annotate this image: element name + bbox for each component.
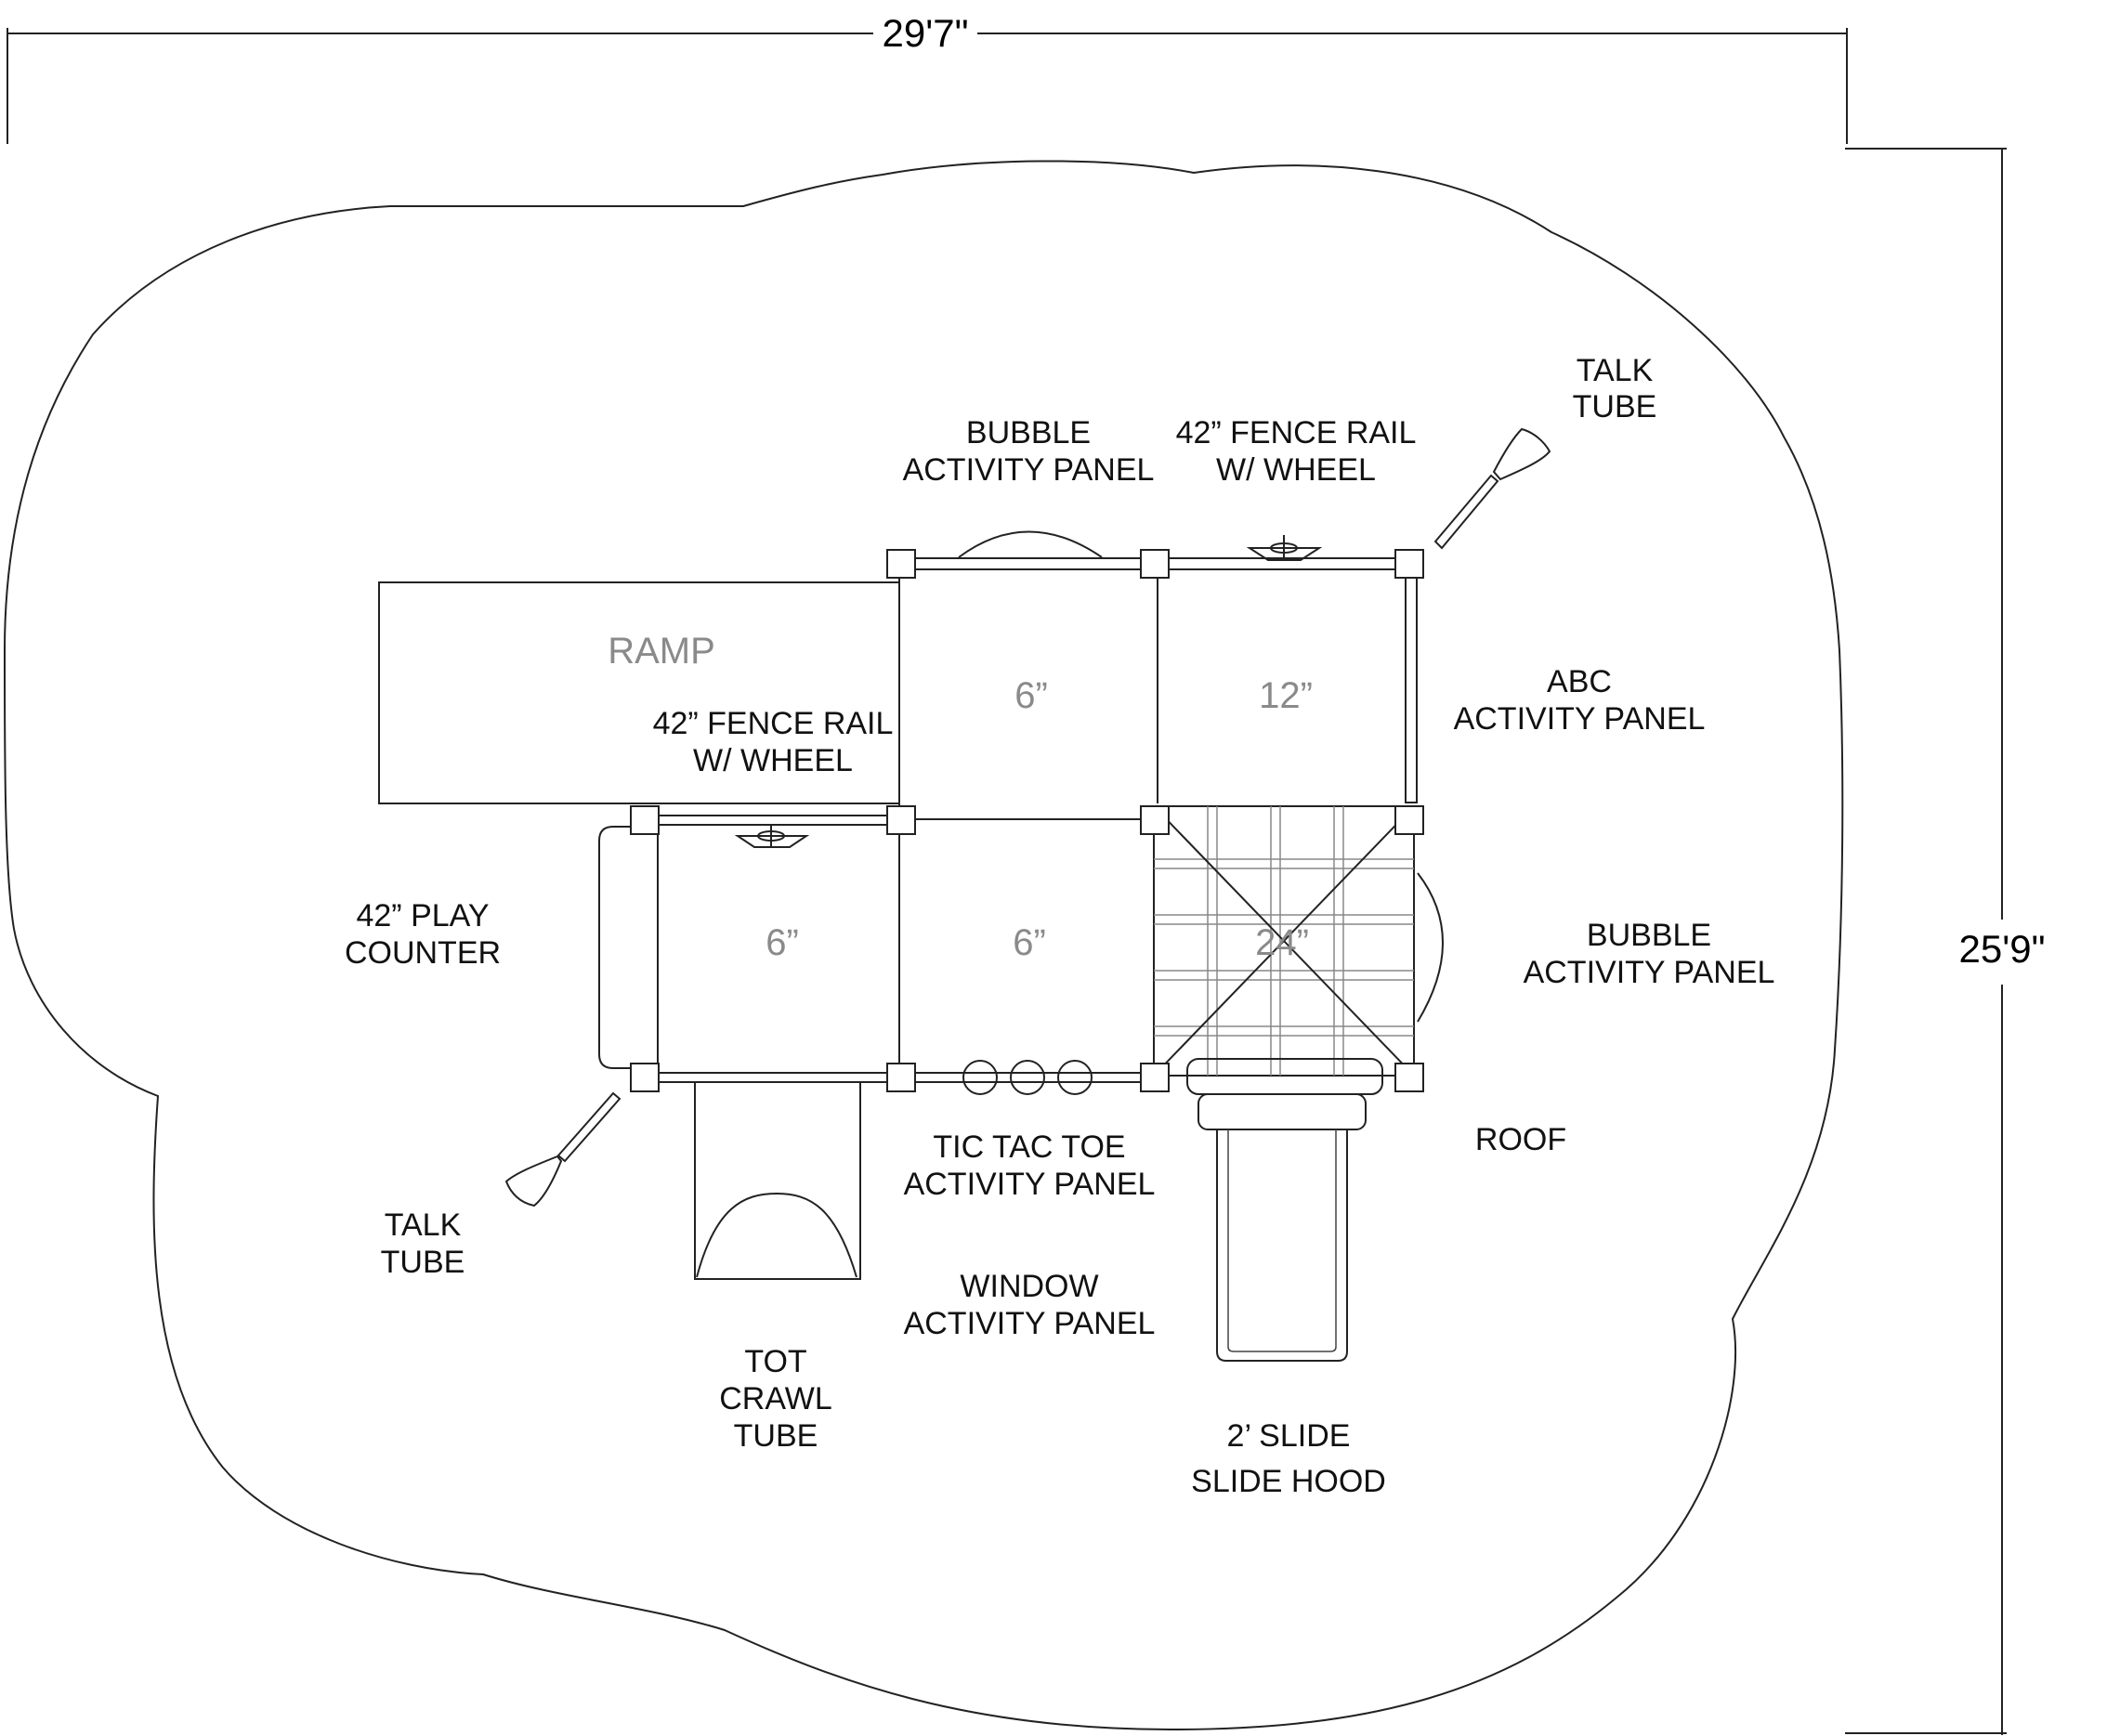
bubble-panel-right-label-2: ACTIVITY PANEL bbox=[1524, 955, 1775, 990]
fence-rail-left-label-1: 42” FENCE RAIL bbox=[653, 706, 894, 741]
talk-tube-top-icon bbox=[1433, 427, 1551, 550]
talk-tube-bottom-label-1: TALK bbox=[385, 1207, 462, 1243]
fence-rail-top-label-1: 42” FENCE RAIL bbox=[1176, 415, 1417, 450]
window-panel-label-2: ACTIVITY PANEL bbox=[904, 1306, 1156, 1341]
play-counter-label-2: COUNTER bbox=[345, 935, 501, 971]
deck-height-center: 24” bbox=[1255, 922, 1309, 963]
talk-tube-bottom-label-2: TUBE bbox=[381, 1245, 465, 1280]
slide bbox=[1186, 1058, 1383, 1362]
safety-zone-outline bbox=[3, 160, 1844, 1731]
abc-panel-label-1: ABC bbox=[1547, 664, 1612, 699]
bubble-panel-right bbox=[1417, 872, 1444, 1023]
deck-posts bbox=[630, 549, 1424, 1092]
crawl-tube-label-1: TOT bbox=[744, 1344, 806, 1379]
steering-wheel-left-icon bbox=[734, 824, 810, 848]
tic-tac-toe-panel bbox=[962, 1060, 1093, 1095]
width-label: 29'7" bbox=[882, 11, 968, 55]
depth-label: 25'9" bbox=[1958, 927, 2045, 971]
crawl-tube-label-2: CRAWL bbox=[719, 1381, 832, 1416]
deck-height-left-bottom-outer: 6” bbox=[766, 922, 799, 963]
abc-panel-label-2: ACTIVITY PANEL bbox=[1454, 701, 1706, 737]
bubble-panel-top bbox=[958, 530, 1103, 558]
deck-height-left-top: 6” bbox=[1014, 675, 1048, 716]
bubble-panel-top-label-1: BUBBLE bbox=[966, 415, 1091, 450]
talk-tube-top-label-1: TALK bbox=[1577, 353, 1654, 388]
bubble-panel-top-label-2: ACTIVITY PANEL bbox=[903, 452, 1155, 488]
tot-crawl-tube bbox=[694, 1081, 861, 1280]
bubble-panel-right-label-1: BUBBLE bbox=[1587, 918, 1711, 953]
depth-dimension: 25'9" bbox=[1845, 148, 2046, 1735]
tic-tac-toe-label-2: ACTIVITY PANEL bbox=[904, 1167, 1156, 1202]
steering-wheel-top-icon bbox=[1246, 535, 1323, 561]
fence-rail-top-label-2: W/ WHEEL bbox=[1216, 452, 1376, 488]
window-panel-label-1: WINDOW bbox=[960, 1269, 1098, 1304]
slide-label: 2’ SLIDE bbox=[1227, 1418, 1351, 1454]
ramp-label: RAMP bbox=[608, 631, 715, 672]
talk-tube-top-label-2: TUBE bbox=[1573, 389, 1657, 424]
width-dimension: 29'7" bbox=[7, 11, 1848, 144]
roof-deck bbox=[1153, 805, 1415, 1077]
fence-rail-left-label-2: W/ WHEEL bbox=[693, 743, 853, 778]
play-counter bbox=[598, 826, 632, 1069]
slide-hood-label: SLIDE HOOD bbox=[1191, 1464, 1386, 1499]
play-counter-label-1: 42” PLAY bbox=[356, 898, 489, 933]
crawl-tube-label-3: TUBE bbox=[734, 1418, 818, 1454]
deck-height-left-bottom-inner: 6” bbox=[1013, 922, 1046, 963]
talk-tube-bottom-icon bbox=[504, 1091, 622, 1207]
deck-height-right-top: 12” bbox=[1259, 675, 1313, 716]
tic-tac-toe-label-1: TIC TAC TOE bbox=[933, 1129, 1125, 1165]
roof-label: ROOF bbox=[1475, 1122, 1566, 1157]
